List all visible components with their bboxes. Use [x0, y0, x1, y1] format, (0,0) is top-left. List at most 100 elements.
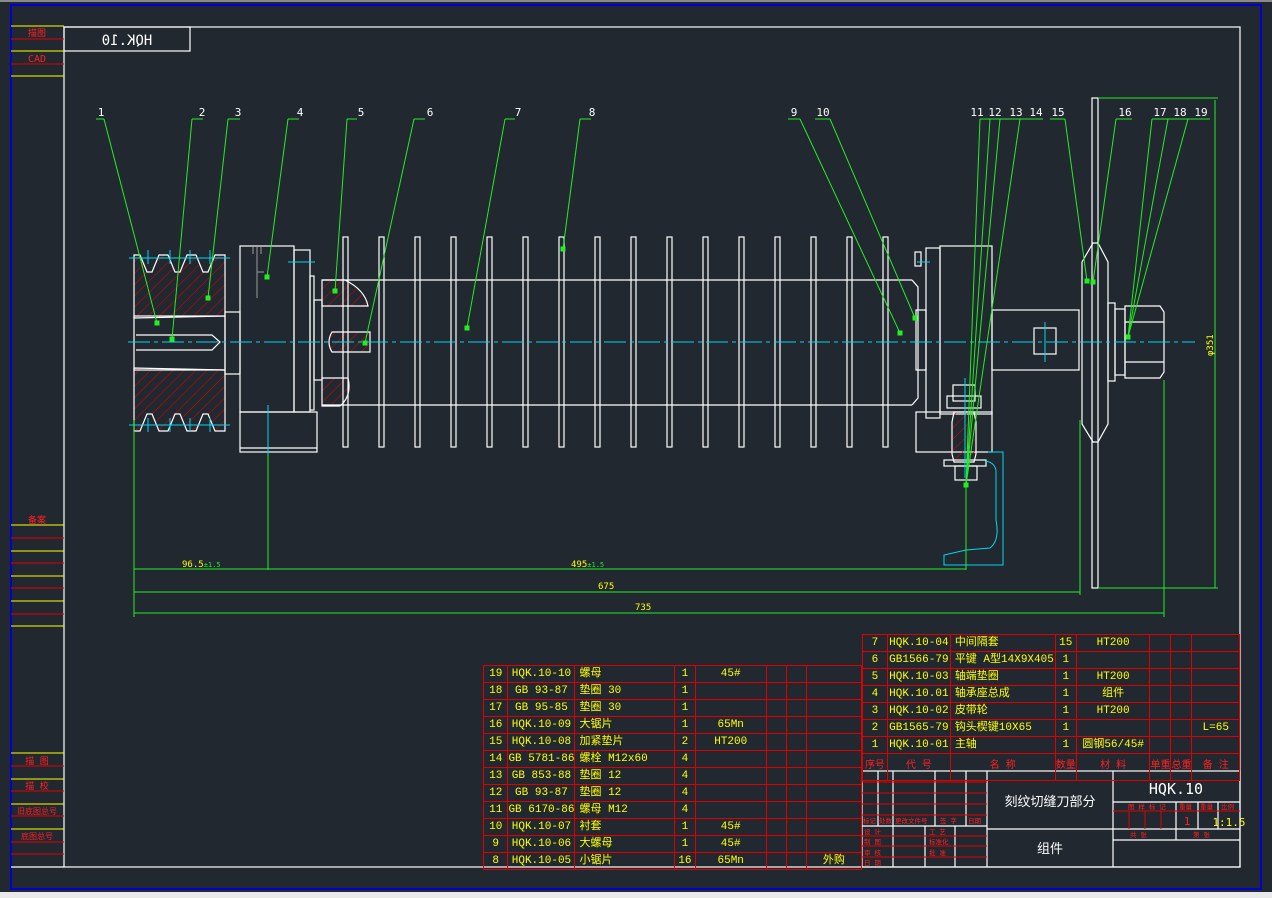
quantity: 1 — [1054, 702, 1077, 720]
label-date2: 日 期 — [864, 859, 881, 867]
weight-total — [785, 784, 807, 802]
part-code: HQK.10-07 — [507, 818, 576, 836]
weight-total — [785, 767, 807, 785]
leader-dot — [362, 340, 368, 346]
part-name: 螺母 M12 — [574, 801, 676, 819]
weight-total — [785, 852, 807, 870]
pulley — [133, 254, 226, 432]
header-qty: 数量 — [1054, 753, 1077, 781]
item-no: 3 — [862, 702, 888, 720]
part-name: 垫圈 30 — [574, 699, 676, 717]
part-code: HQK.10-02 — [886, 702, 951, 720]
balloon-17: 17 — [1153, 106, 1166, 119]
weight-total — [1170, 702, 1193, 720]
note — [805, 835, 863, 853]
quantity: 1 — [674, 682, 696, 700]
item-no: 18 — [482, 682, 509, 700]
quantity: 2 — [674, 733, 696, 751]
part-code: GB 93-87 — [507, 682, 576, 700]
item-no: 11 — [482, 801, 509, 819]
dim-495-tol: ±1.5 — [587, 561, 604, 569]
part-code: GB 95-85 — [507, 699, 576, 717]
weight-total — [785, 801, 807, 819]
material: HT200 — [694, 733, 767, 751]
item-no: 2 — [862, 719, 888, 737]
weight-unit — [1149, 668, 1172, 686]
leader-line — [562, 118, 581, 250]
part-name: 大螺母 — [574, 835, 676, 853]
leader-dot — [154, 320, 160, 326]
weight-total — [1170, 685, 1193, 703]
part-code: HQK.10-05 — [507, 852, 576, 870]
quantity: 15 — [1054, 634, 1077, 652]
note — [805, 818, 863, 836]
balloon-8: 8 — [589, 106, 596, 119]
title-block-quantity: 1 — [1184, 815, 1191, 828]
item-no: 13 — [482, 767, 509, 785]
dim-735: 735 — [635, 603, 651, 613]
quantity: 1 — [674, 699, 696, 717]
material: 圆钢56/45# — [1075, 736, 1151, 754]
quantity: 4 — [674, 784, 696, 802]
balloon-7: 7 — [515, 106, 522, 119]
balloon-9: 9 — [791, 106, 798, 119]
part-name: 轴承座总成 — [949, 685, 1056, 703]
balloon-15: 15 — [1051, 106, 1064, 119]
weight-unit — [765, 682, 787, 700]
leader-dot — [912, 315, 918, 321]
leader-dot — [169, 336, 175, 342]
material: 45# — [694, 665, 767, 683]
weight-total — [785, 716, 807, 734]
leader-line — [1064, 118, 1088, 282]
title-block-labels: 标记 处数 更改文件号 签 字 日期 设 计 制 图 审 核 日 期 工 艺 标… — [863, 802, 1234, 867]
title-block-name: 刻纹切缝刀部分 — [1004, 795, 1095, 810]
quantity: 1 — [674, 818, 696, 836]
material: 65Mn — [694, 716, 767, 734]
leader-dot — [1125, 334, 1131, 340]
weight-total — [1170, 719, 1193, 737]
part-code: HQK.10-06 — [507, 835, 576, 853]
quantity: 1 — [674, 665, 696, 683]
weight-unit — [765, 699, 787, 717]
header-code: 代 号 — [886, 753, 951, 781]
weight-total — [785, 682, 807, 700]
weight-unit — [1149, 719, 1172, 737]
item-no: 8 — [482, 852, 509, 870]
leader-line — [1127, 118, 1153, 338]
quantity: 1 — [674, 716, 696, 734]
note — [805, 733, 863, 751]
leader-dot — [560, 246, 566, 252]
leader-dot — [264, 274, 270, 280]
leader-dot — [1084, 278, 1090, 284]
part-name: 钩头楔键10X65 — [949, 719, 1056, 737]
label-weight: 重量 — [1179, 803, 1193, 811]
title-block-grid — [862, 781, 1240, 858]
part-name: 垫圈 12 — [574, 784, 676, 802]
balloon-4: 4 — [297, 106, 304, 119]
leader-dot — [205, 295, 211, 301]
weight-unit — [1149, 651, 1172, 669]
weight-total — [785, 835, 807, 853]
quantity: 1 — [1054, 651, 1077, 669]
part-name: 主轴 — [949, 736, 1056, 754]
material — [694, 750, 767, 768]
weight-unit — [1149, 634, 1172, 652]
title-block-scale: 1:1.5 — [1212, 816, 1245, 829]
leader-dot — [897, 330, 903, 336]
note — [805, 784, 863, 802]
quantity: 1 — [1054, 668, 1077, 686]
part-code: GB1566-79 — [886, 651, 951, 669]
part-code: GB 853-88 — [507, 767, 576, 785]
balloon-18: 18 — [1173, 106, 1186, 119]
window-top-edge — [0, 0, 1272, 2]
leader-lines — [96, 118, 1210, 488]
leader-line — [103, 118, 158, 324]
